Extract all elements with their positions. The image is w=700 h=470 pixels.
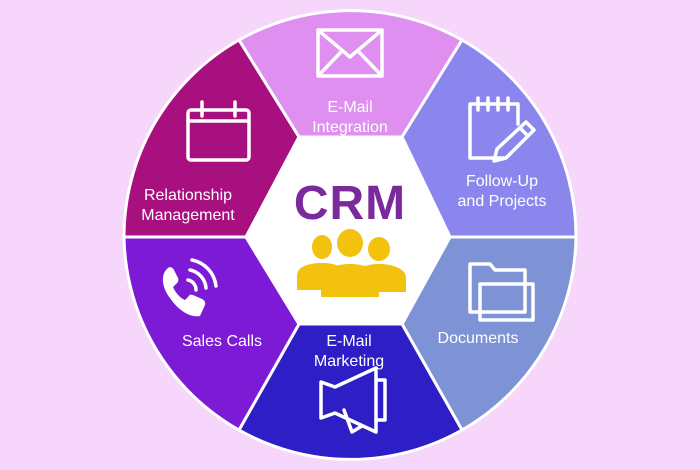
calendar-icon xyxy=(186,100,251,162)
megaphone-icon xyxy=(319,366,387,434)
segment-email-marketing xyxy=(237,322,464,461)
notepad-pencil-icon xyxy=(468,96,536,163)
segment-label-email-integration: E-Mail Integration xyxy=(312,99,388,136)
segment-label-relationship-management: Relationship Management xyxy=(141,187,235,224)
envelope-icon xyxy=(316,28,384,78)
people-group-icon xyxy=(297,229,406,297)
phone-ringing-icon xyxy=(162,258,218,317)
segment-email-integration xyxy=(237,9,464,139)
segment-label-documents: Documents xyxy=(437,330,519,347)
folder-icon xyxy=(468,262,535,322)
crm-title: CRM xyxy=(293,177,407,230)
segment-label-email-marketing: E-Mail Marketing xyxy=(313,333,385,370)
segment-label-follow-up-projects: Follow-Up and Projects xyxy=(457,173,547,210)
segment-label-sales-calls: Sales Calls xyxy=(181,333,263,350)
segment-follow-up-projects xyxy=(400,38,578,239)
segment-relationship-management xyxy=(122,38,301,239)
